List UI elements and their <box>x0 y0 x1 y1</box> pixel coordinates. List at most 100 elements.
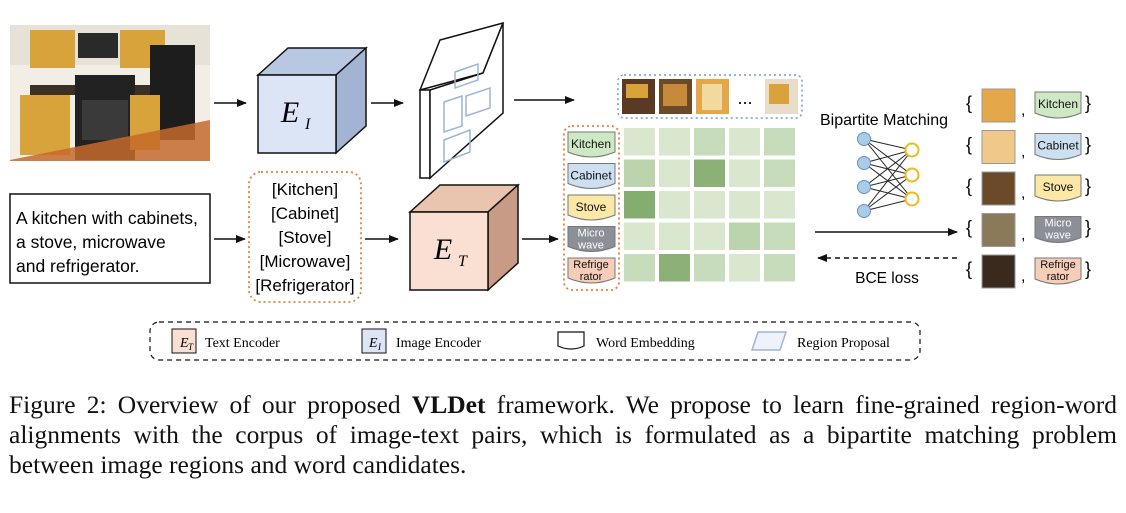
text-encoder-legend-icon <box>171 328 197 354</box>
matrix-cell <box>729 191 760 219</box>
bipartite-edge <box>863 174 913 212</box>
figure-caption-bold: VLDet <box>411 390 486 419</box>
word-tag: Refrigerator <box>567 257 616 284</box>
region-ellipsis: ... <box>737 88 752 108</box>
word-tag-label: Stove <box>1043 180 1074 194</box>
word-embedding-legend-icon <box>557 331 585 350</box>
text-encoder-legend-label: Text Encoder <box>205 336 280 351</box>
caption-line: and refrigerator. <box>16 256 140 276</box>
legend: E T Text Encoder E I Image Encoder Word … <box>149 321 921 361</box>
text-encoder-letter: E <box>433 233 452 266</box>
matrix-cell <box>694 191 725 219</box>
image-encoder-legend-icon <box>361 328 387 354</box>
caption-line: a stove, microwave <box>16 232 166 252</box>
region-proposal-box <box>454 62 479 90</box>
region-proposal-box <box>443 128 471 164</box>
pair-comma: , <box>1021 185 1025 202</box>
region-word-pair: {,Refrigerator} <box>966 254 1091 289</box>
pair-comma: , <box>1021 102 1025 119</box>
image-encoder-legend-subscript: I <box>377 342 382 352</box>
word-tag-label: Refrige <box>573 259 608 271</box>
word-tag-label: wave <box>1044 230 1071 242</box>
word-tag-label: rator <box>580 271 603 283</box>
feature-map <box>418 21 505 180</box>
word-tag: Microwave <box>567 226 616 252</box>
close-brace: } <box>1085 93 1091 113</box>
word-embedding-legend-label: Word Embedding <box>596 336 695 351</box>
word-tag-label: Kitchen <box>571 137 611 151</box>
word-candidate: [Refrigerator] <box>255 276 354 295</box>
word-node <box>904 167 920 183</box>
figure-caption: Figure 2: Overview of our proposed VLDet… <box>9 390 1117 480</box>
matrix-cell <box>764 159 795 187</box>
matrix-cell <box>624 159 655 187</box>
word-tag-label: Refrige <box>1040 259 1075 271</box>
word-candidate: [Kitchen] <box>272 180 338 199</box>
matrix-cell <box>624 222 655 250</box>
region-thumbnail <box>981 213 1016 247</box>
bipartite-edge <box>863 149 913 164</box>
word-tag: Cabinet <box>567 163 616 189</box>
word-tag-label: Micro <box>1045 218 1072 230</box>
matrix-cell <box>624 191 655 219</box>
bipartite-edge <box>863 138 913 151</box>
word-tag: Stove <box>567 194 616 221</box>
region-thumbnail <box>981 171 1016 206</box>
word-tag-label: Micro <box>578 228 605 240</box>
bipartite-edge <box>863 149 913 212</box>
word-candidate: [Stove] <box>279 228 332 247</box>
image-encoder-legend-letter: E <box>368 336 378 351</box>
region-word-pair: {,Microwave} <box>966 213 1091 247</box>
matrix-cell <box>729 254 760 282</box>
bipartite-edge <box>863 149 913 188</box>
region-proposal-legend-label: Region Proposal <box>797 336 890 351</box>
bipartite-matching-title: Bipartite Matching <box>820 112 948 129</box>
region-thumbnail <box>981 254 1016 289</box>
region-word-pairs: {,Kitchen}{,Cabinet}{,Stove}{,Microwave}… <box>966 88 1091 289</box>
bipartite-matching: Bipartite Matching <box>820 112 948 218</box>
pair-comma: , <box>1021 227 1025 244</box>
open-brace: { <box>966 176 972 196</box>
image-encoder-letter: E <box>280 96 299 129</box>
region-node <box>857 204 871 218</box>
matrix-cell <box>694 128 725 156</box>
region-thumbnail <box>981 88 1016 123</box>
region-proposal-box <box>443 94 463 134</box>
close-brace: } <box>1085 259 1091 279</box>
word-node <box>904 191 920 207</box>
matrix-cell <box>764 191 795 219</box>
matrix-cell <box>659 254 690 282</box>
bipartite-edge <box>863 198 913 212</box>
region-proposal-legend-icon <box>750 331 788 351</box>
region-node <box>857 156 871 170</box>
image-encoder-legend-label: Image Encoder <box>396 336 481 351</box>
matrix-cell <box>624 254 655 282</box>
region-word-pair: {,Kitchen} <box>966 88 1091 123</box>
image-encoder-subscript: I <box>304 116 311 133</box>
matrix-cell <box>729 222 760 250</box>
word-tag-label: rator <box>1047 271 1070 283</box>
open-brace: { <box>966 135 972 155</box>
matrix-cell <box>659 222 690 250</box>
text-encoder-cube: E T <box>408 183 520 292</box>
open-brace: { <box>966 259 972 279</box>
matrix-cell <box>729 159 760 187</box>
caption-line: A kitchen with cabinets, <box>16 208 198 228</box>
word-tag-label: wave <box>577 240 604 252</box>
matrix-cell <box>659 191 690 219</box>
matrix-cell <box>764 254 795 282</box>
similarity-matrix <box>624 128 795 282</box>
matrix-cell <box>764 222 795 250</box>
region-word-pair: {,Stove} <box>966 171 1091 206</box>
region-node <box>857 180 871 194</box>
word-candidate: [Microwave] <box>260 252 351 271</box>
word-tag: Kitchen <box>567 131 616 158</box>
matrix-cell <box>624 128 655 156</box>
word-candidates: [Kitchen] [Cabinet] [Stove] [Microwave] … <box>248 171 362 303</box>
close-brace: } <box>1085 218 1091 238</box>
caption-box: A kitchen with cabinets, a stove, microw… <box>9 193 211 284</box>
matrix-cell <box>694 222 725 250</box>
matrix-cell <box>694 254 725 282</box>
